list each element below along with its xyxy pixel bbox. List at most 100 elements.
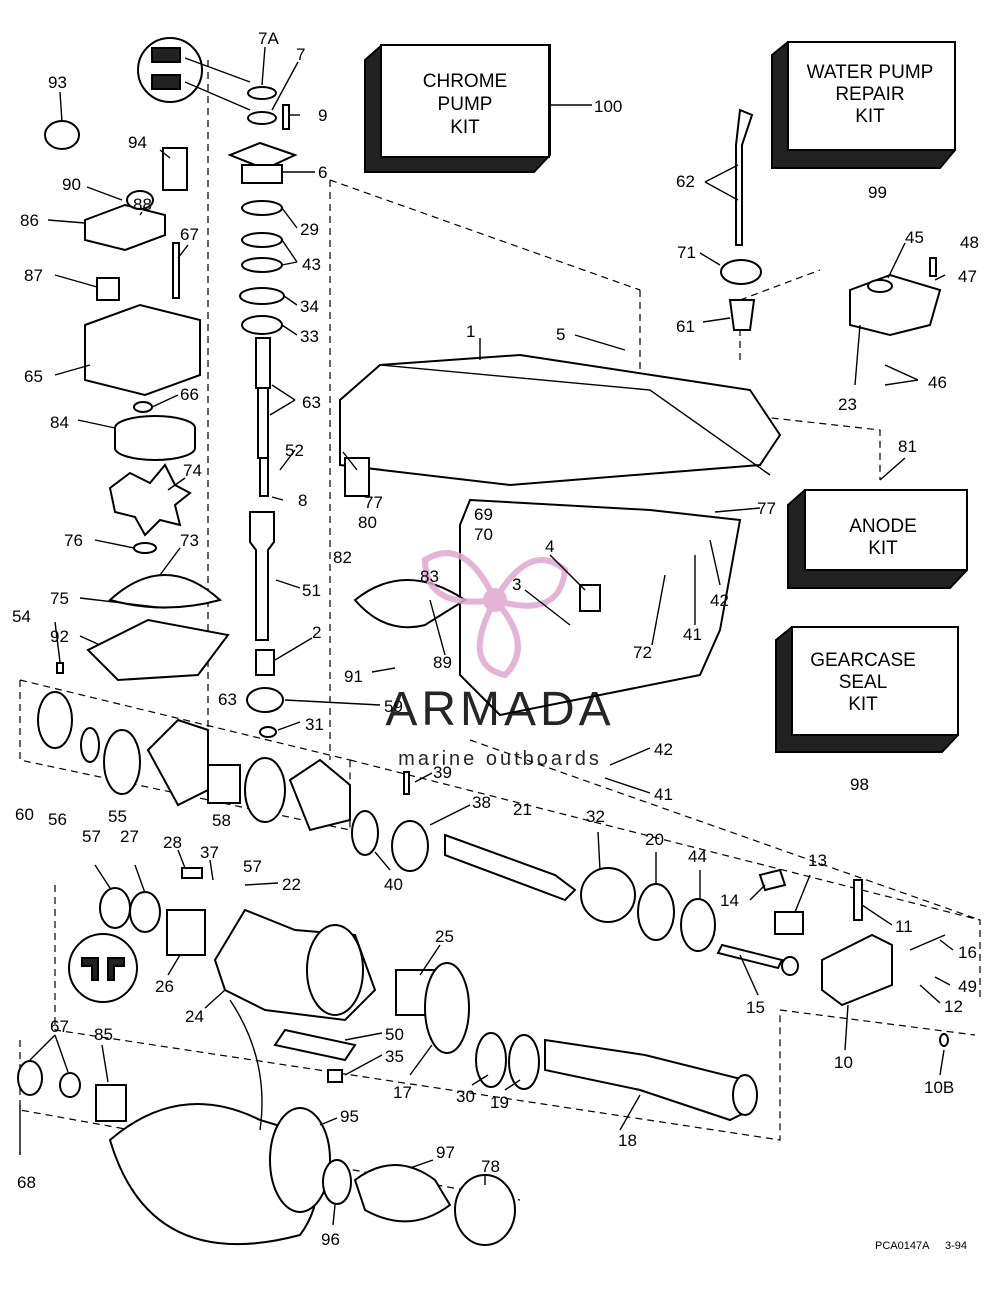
callout-62: 62 [676, 172, 695, 191]
callout-37: 37 [200, 843, 219, 862]
callout-92: 92 [50, 627, 69, 646]
callout-57-left: 57 [82, 827, 101, 846]
figure-date: 3-94 [945, 1240, 967, 1252]
callout-leader-lines [29, 46, 954, 1226]
callout-11: 11 [895, 917, 913, 936]
callout-25: 25 [435, 927, 454, 946]
callout-26: 26 [155, 977, 174, 996]
callout-97: 97 [436, 1143, 455, 1162]
callout-24: 24 [185, 1007, 204, 1026]
gearcase-seal-kit-line1: GEARCASE [810, 650, 916, 671]
callout-49: 49 [958, 977, 977, 996]
anode-kit-line2: KIT [868, 538, 898, 559]
callout-44: 44 [688, 847, 707, 866]
callout-47: 47 [958, 267, 977, 286]
water-pump-kit-line3: KIT [855, 106, 885, 127]
callout-67-top: 67 [180, 225, 199, 244]
callout-56: 56 [48, 810, 67, 829]
callout-57-right: 57 [243, 857, 262, 876]
callout-28: 28 [163, 833, 182, 852]
diagram-footer: PCA0147A 3-94 [875, 1240, 967, 1252]
chrome-pump-kit-box: CHROME PUMP KIT [364, 44, 551, 173]
propshaft-row [99, 867, 758, 1122]
bearing-and-gear-row [37, 691, 716, 952]
callout-21: 21 [513, 800, 532, 819]
callout-76: 76 [64, 531, 83, 550]
callout-52: 52 [285, 441, 304, 460]
water-tube-assembly [720, 108, 942, 337]
callout-12: 12 [944, 997, 963, 1016]
callout-100: 100 [594, 97, 622, 116]
callout-66: 66 [180, 385, 199, 404]
callout-87: 87 [24, 266, 43, 285]
watermark-tagline: marine outboards [398, 748, 602, 770]
callout-80: 80 [358, 513, 377, 532]
callout-10: 10 [834, 1053, 853, 1072]
armada-watermark: ARMADA marine outboards [385, 550, 614, 770]
callout-67-bottom: 67 [50, 1017, 69, 1036]
seal-detail-inset-2 [68, 933, 138, 1003]
callout-90: 90 [62, 175, 81, 194]
callout-72: 72 [633, 643, 652, 662]
callout-46: 46 [928, 373, 947, 392]
callout-14: 14 [720, 891, 739, 910]
callout-88: 88 [133, 195, 152, 214]
callout-93: 93 [48, 73, 67, 92]
gearcase-seal-kit-line3: KIT [848, 694, 878, 715]
callout-54: 54 [12, 607, 31, 626]
callout-99: 99 [868, 183, 887, 202]
callout-63-lower: 63 [218, 690, 237, 709]
callout-6: 6 [318, 163, 327, 182]
callout-30: 30 [456, 1087, 475, 1106]
callout-1: 1 [466, 322, 475, 341]
watermark-brand: ARMADA [385, 683, 614, 736]
callout-41-lower: 41 [654, 785, 673, 804]
shift-assembly [716, 868, 949, 1047]
callout-7A: 7A [258, 29, 279, 48]
callout-8: 8 [298, 491, 307, 510]
chrome-pump-kit-line1: CHROME [423, 71, 507, 92]
callout-95: 95 [340, 1107, 359, 1126]
callout-38: 38 [472, 793, 491, 812]
callout-82: 82 [333, 548, 352, 567]
anode-kit-box: ANODE KIT [787, 489, 968, 589]
callout-75: 75 [50, 589, 69, 608]
callout-numbers: 7A 7 9 93 100 94 6 90 88 86 29 67 43 87 … [12, 29, 979, 1249]
propeller-logo-icon [421, 550, 569, 679]
callout-17-lower: 17 [393, 1083, 412, 1102]
driveshaft-assembly [227, 86, 298, 738]
water-pump-assembly [44, 120, 230, 682]
callout-91: 91 [344, 667, 363, 686]
gearcase-housing [339, 353, 782, 717]
callout-19: 19 [490, 1093, 509, 1112]
callout-63-upper: 63 [302, 393, 321, 412]
callout-70: 70 [474, 525, 493, 544]
callout-59: 59 [384, 697, 403, 716]
callout-34: 34 [300, 297, 319, 316]
callout-29: 29 [300, 220, 319, 239]
callout-73: 73 [180, 531, 199, 550]
propeller-assembly [17, 999, 516, 1246]
callout-15: 15 [746, 998, 765, 1017]
callout-33: 33 [300, 327, 319, 346]
callout-16: 16 [958, 943, 977, 962]
callout-13: 13 [808, 851, 827, 870]
water-pump-kit-line1: WATER PUMP [807, 62, 934, 83]
callout-18: 18 [618, 1131, 637, 1150]
callout-27: 27 [120, 827, 139, 846]
callout-83: 83 [420, 567, 439, 586]
callout-20: 20 [645, 830, 664, 849]
callout-78: 78 [481, 1157, 500, 1176]
callout-84: 84 [50, 413, 69, 432]
gearcase-seal-kit-line2: SEAL [839, 672, 888, 693]
anode-kit-line1: ANODE [849, 516, 917, 537]
callout-65: 65 [24, 367, 43, 386]
water-pump-repair-kit-box: WATER PUMP REPAIR KIT [771, 41, 956, 169]
callout-31: 31 [305, 715, 324, 734]
callout-3: 3 [512, 575, 521, 594]
callout-39: 39 [433, 763, 452, 782]
callout-41-upper: 41 [683, 625, 702, 644]
chrome-pump-kit-line2: PUMP [438, 94, 493, 115]
callout-51: 51 [302, 581, 321, 600]
